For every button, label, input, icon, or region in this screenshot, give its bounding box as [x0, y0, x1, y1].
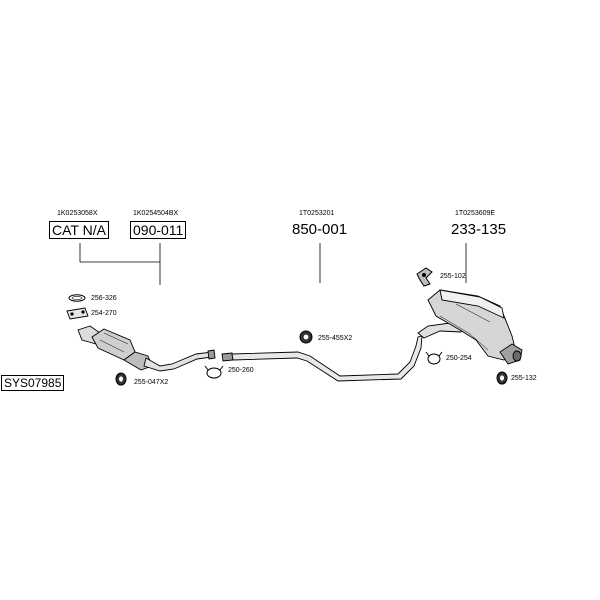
rubber-mount-front — [115, 372, 127, 386]
part-number[interactable]: 233-135 — [451, 221, 507, 238]
gasket-ring — [68, 294, 86, 302]
part-label-hanger[interactable]: 255-102 — [440, 273, 466, 280]
oe-number: 1K0254504BX — [133, 210, 179, 217]
part-label-flange[interactable]: 254-270 — [91, 310, 117, 317]
front-pipe — [77, 325, 216, 372]
part-number[interactable]: 850-001 — [292, 221, 348, 238]
part-label-clamp-rear[interactable]: 250-254 — [446, 355, 472, 362]
part-number-box[interactable]: 090-011 — [130, 221, 187, 239]
rear-silencer — [417, 289, 523, 365]
clamp-front — [204, 365, 224, 379]
oe-number: 1K0253058X — [57, 210, 98, 217]
part-label-clamp-front[interactable]: 250-260 — [228, 367, 254, 374]
part-number-box[interactable]: CAT N/A — [49, 221, 109, 239]
clamp-rear — [425, 351, 443, 365]
flange-plate — [66, 307, 89, 320]
system-id-box: SYS07985 — [1, 375, 65, 391]
part-label-rubber-front[interactable]: 255-047X2 — [134, 379, 169, 386]
part-label-gasket[interactable]: 256-326 — [91, 295, 117, 302]
oe-number: 1T0253201 — [299, 210, 335, 217]
rubber-mount-middle — [299, 330, 313, 344]
part-label-rubber-rear[interactable]: 255-132 — [511, 375, 537, 382]
part-label-rubber-middle[interactable]: 255-455X2 — [318, 335, 353, 342]
oe-number: 1T0253609E — [455, 210, 496, 217]
hanger-bracket — [416, 267, 433, 287]
rubber-mount-rear — [496, 371, 508, 385]
